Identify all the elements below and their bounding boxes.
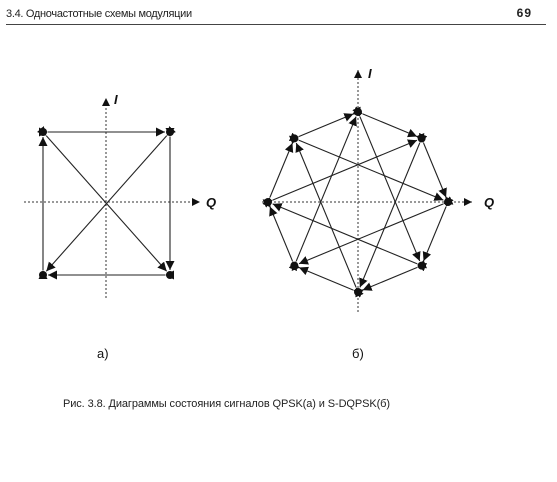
transition-arrow <box>415 132 447 198</box>
transition-arrow <box>45 126 177 272</box>
constellation-point <box>417 134 426 143</box>
transition-arrow <box>262 142 294 208</box>
transition-arrow <box>288 113 354 145</box>
figure-label-a: а) <box>97 346 109 361</box>
page-header: 3.4. Одночастотные схемы модуляции 69 <box>6 6 546 25</box>
constellation-point <box>354 288 362 296</box>
transition-arrow <box>295 142 364 298</box>
constellation-point <box>264 198 272 206</box>
constellation-point <box>354 108 362 116</box>
constellation-point <box>417 261 426 270</box>
constellation-point <box>290 134 299 143</box>
sdqpsk-points <box>264 108 452 296</box>
q-axis-label: Q <box>206 195 216 210</box>
i-axis-label: I <box>114 92 118 107</box>
figure-label-b: б) <box>352 346 364 361</box>
sdqpsk-diagram: I Q <box>262 66 494 312</box>
constellation-point <box>166 128 174 136</box>
i-axis-label: I <box>368 66 372 81</box>
qpsk-diagram: I Q <box>24 92 216 298</box>
transition-arrow <box>288 132 444 201</box>
qpsk-points <box>39 128 174 279</box>
transition-arrow <box>298 266 364 298</box>
constellation-point <box>39 271 47 279</box>
qpsk-transitions <box>36 126 177 280</box>
transition-arrow <box>359 132 428 288</box>
transition-arrow <box>298 196 454 265</box>
transition-arrow <box>352 106 418 138</box>
transition-arrow <box>422 196 454 262</box>
transition-arrow <box>288 116 357 272</box>
transition-arrow <box>352 106 421 262</box>
page-number: 69 <box>516 6 532 20</box>
figure-caption: Рис. 3.8. Диаграммы состояния сигналов Q… <box>63 398 390 410</box>
transition-arrow <box>272 203 428 272</box>
section-title: 3.4. Одночастотные схемы модуляции <box>6 8 192 20</box>
constellation-point <box>444 198 452 206</box>
constellation-point <box>39 128 47 136</box>
constellation-point <box>166 271 174 279</box>
constellation-point <box>290 261 299 270</box>
transition-arrow <box>262 139 418 208</box>
sdqpsk-transitions <box>262 106 454 298</box>
transition-arrow <box>269 206 301 272</box>
q-axis-label: Q <box>484 195 494 210</box>
transition-arrow <box>362 259 428 291</box>
